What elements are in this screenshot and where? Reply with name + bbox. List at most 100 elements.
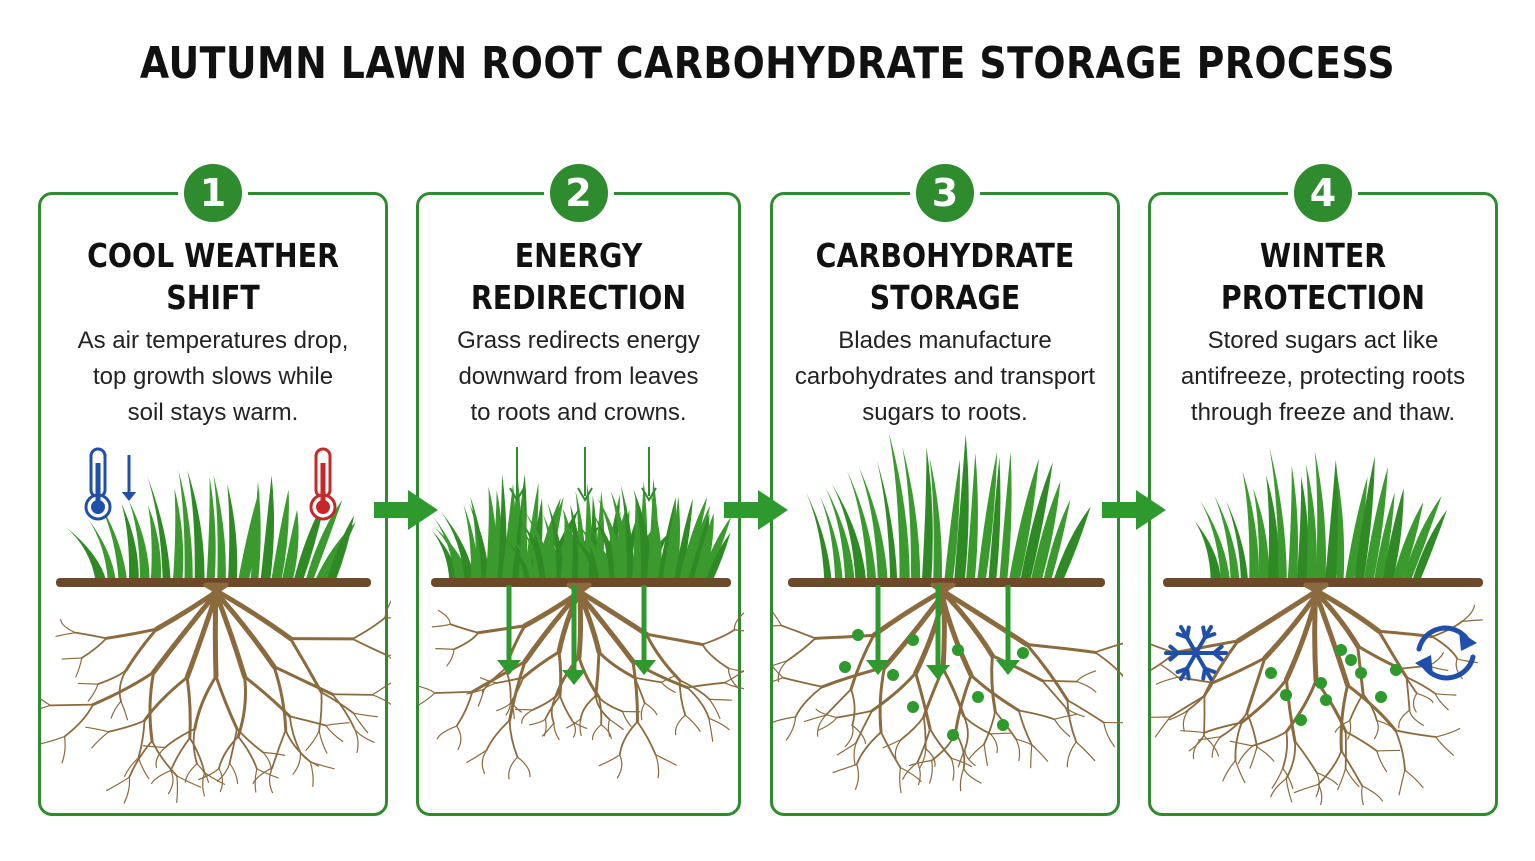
root-branch [1222,759,1237,782]
root-branch [922,715,927,750]
root-branch [309,761,314,788]
sugar-dot [907,634,919,646]
root-branch [608,718,624,730]
root-branch [541,722,555,737]
root-branch [508,660,527,722]
root-branch [1293,740,1318,774]
sugar-dot [947,729,959,741]
root-branch [176,775,202,788]
root-branch [154,582,229,632]
root-branch [835,709,873,719]
root-branch [1234,759,1246,784]
root-branch [660,681,676,693]
root-branch [989,732,1011,735]
root-branch [63,703,94,738]
root-branch [782,676,824,688]
root-branch [1041,679,1066,708]
root-branch [1416,692,1434,704]
soil-line [1163,578,1483,587]
root-branch [622,710,632,728]
root-branch [1076,670,1097,683]
root-branch [218,767,224,793]
root-branch [1041,679,1078,683]
root-branch [151,740,178,777]
root-branch [598,696,624,713]
root-branch [686,686,710,720]
root-branch [894,738,902,760]
grass-blade [1030,480,1061,581]
root-branch [1404,769,1424,789]
root-branch [708,717,714,742]
root-branch [1203,735,1220,757]
root-branch [325,724,344,743]
root-branch [654,753,660,779]
root-branch [1344,730,1378,752]
root-branch [631,659,639,724]
root-branch [167,769,174,795]
root-branch [479,677,498,684]
grass-blade [699,516,732,581]
grass-blade [326,515,355,581]
root-branch [607,718,611,737]
grass-blade [633,489,652,581]
grass-blade [87,518,116,581]
root-branch [1455,657,1463,680]
grass-blade [1382,488,1404,581]
root-branch [1346,683,1398,732]
root-branch [914,671,932,731]
root-branch [1017,709,1033,746]
root-branch [1412,692,1418,713]
root-branch [1234,721,1243,762]
root-branch [1203,721,1243,734]
root-branch [236,675,248,739]
grass-blade [1296,476,1309,581]
grass-blade [121,503,139,581]
arrow-head [996,660,1020,675]
root-branch [1237,745,1254,765]
root-branch [436,725,458,740]
grass-blade [97,499,128,581]
root-branch [1246,711,1258,748]
root-branch [849,633,876,691]
grass-blade [463,504,479,581]
grass-blade [65,526,107,581]
grass-blade [688,513,710,581]
root-branch [288,715,302,754]
root-branch [1235,582,1329,644]
grass-blade [921,446,933,581]
root-branch [1434,693,1449,711]
grass-blade [693,513,714,581]
root-branch [1245,656,1267,715]
sugar-dot [1355,667,1367,679]
root-branch [851,724,867,745]
root-branch [1076,681,1097,693]
root-branch [1251,730,1288,747]
root-branch [185,675,192,740]
root-branch [968,743,985,760]
root-branch [902,761,918,780]
sugar-dot [1315,677,1327,689]
root-branch [780,624,817,640]
grass-blade [1336,473,1345,581]
root-branch [1064,706,1073,728]
root-branch [137,757,150,780]
grass-blade [542,513,560,581]
root-branch [91,670,156,707]
grass-blade [657,497,676,581]
root-branch [104,627,159,640]
grass-blade [1008,458,1039,581]
root-branch [120,700,129,721]
root-branch [292,751,302,775]
grass-blade [1053,506,1091,581]
root-branch [616,754,623,779]
root-branch [870,671,918,713]
grass-blade [929,457,942,581]
root-branch [143,675,189,723]
grass-blade [846,470,877,581]
grass-blade [1402,496,1442,581]
grass-blade [518,519,550,581]
root-branch [900,715,925,741]
